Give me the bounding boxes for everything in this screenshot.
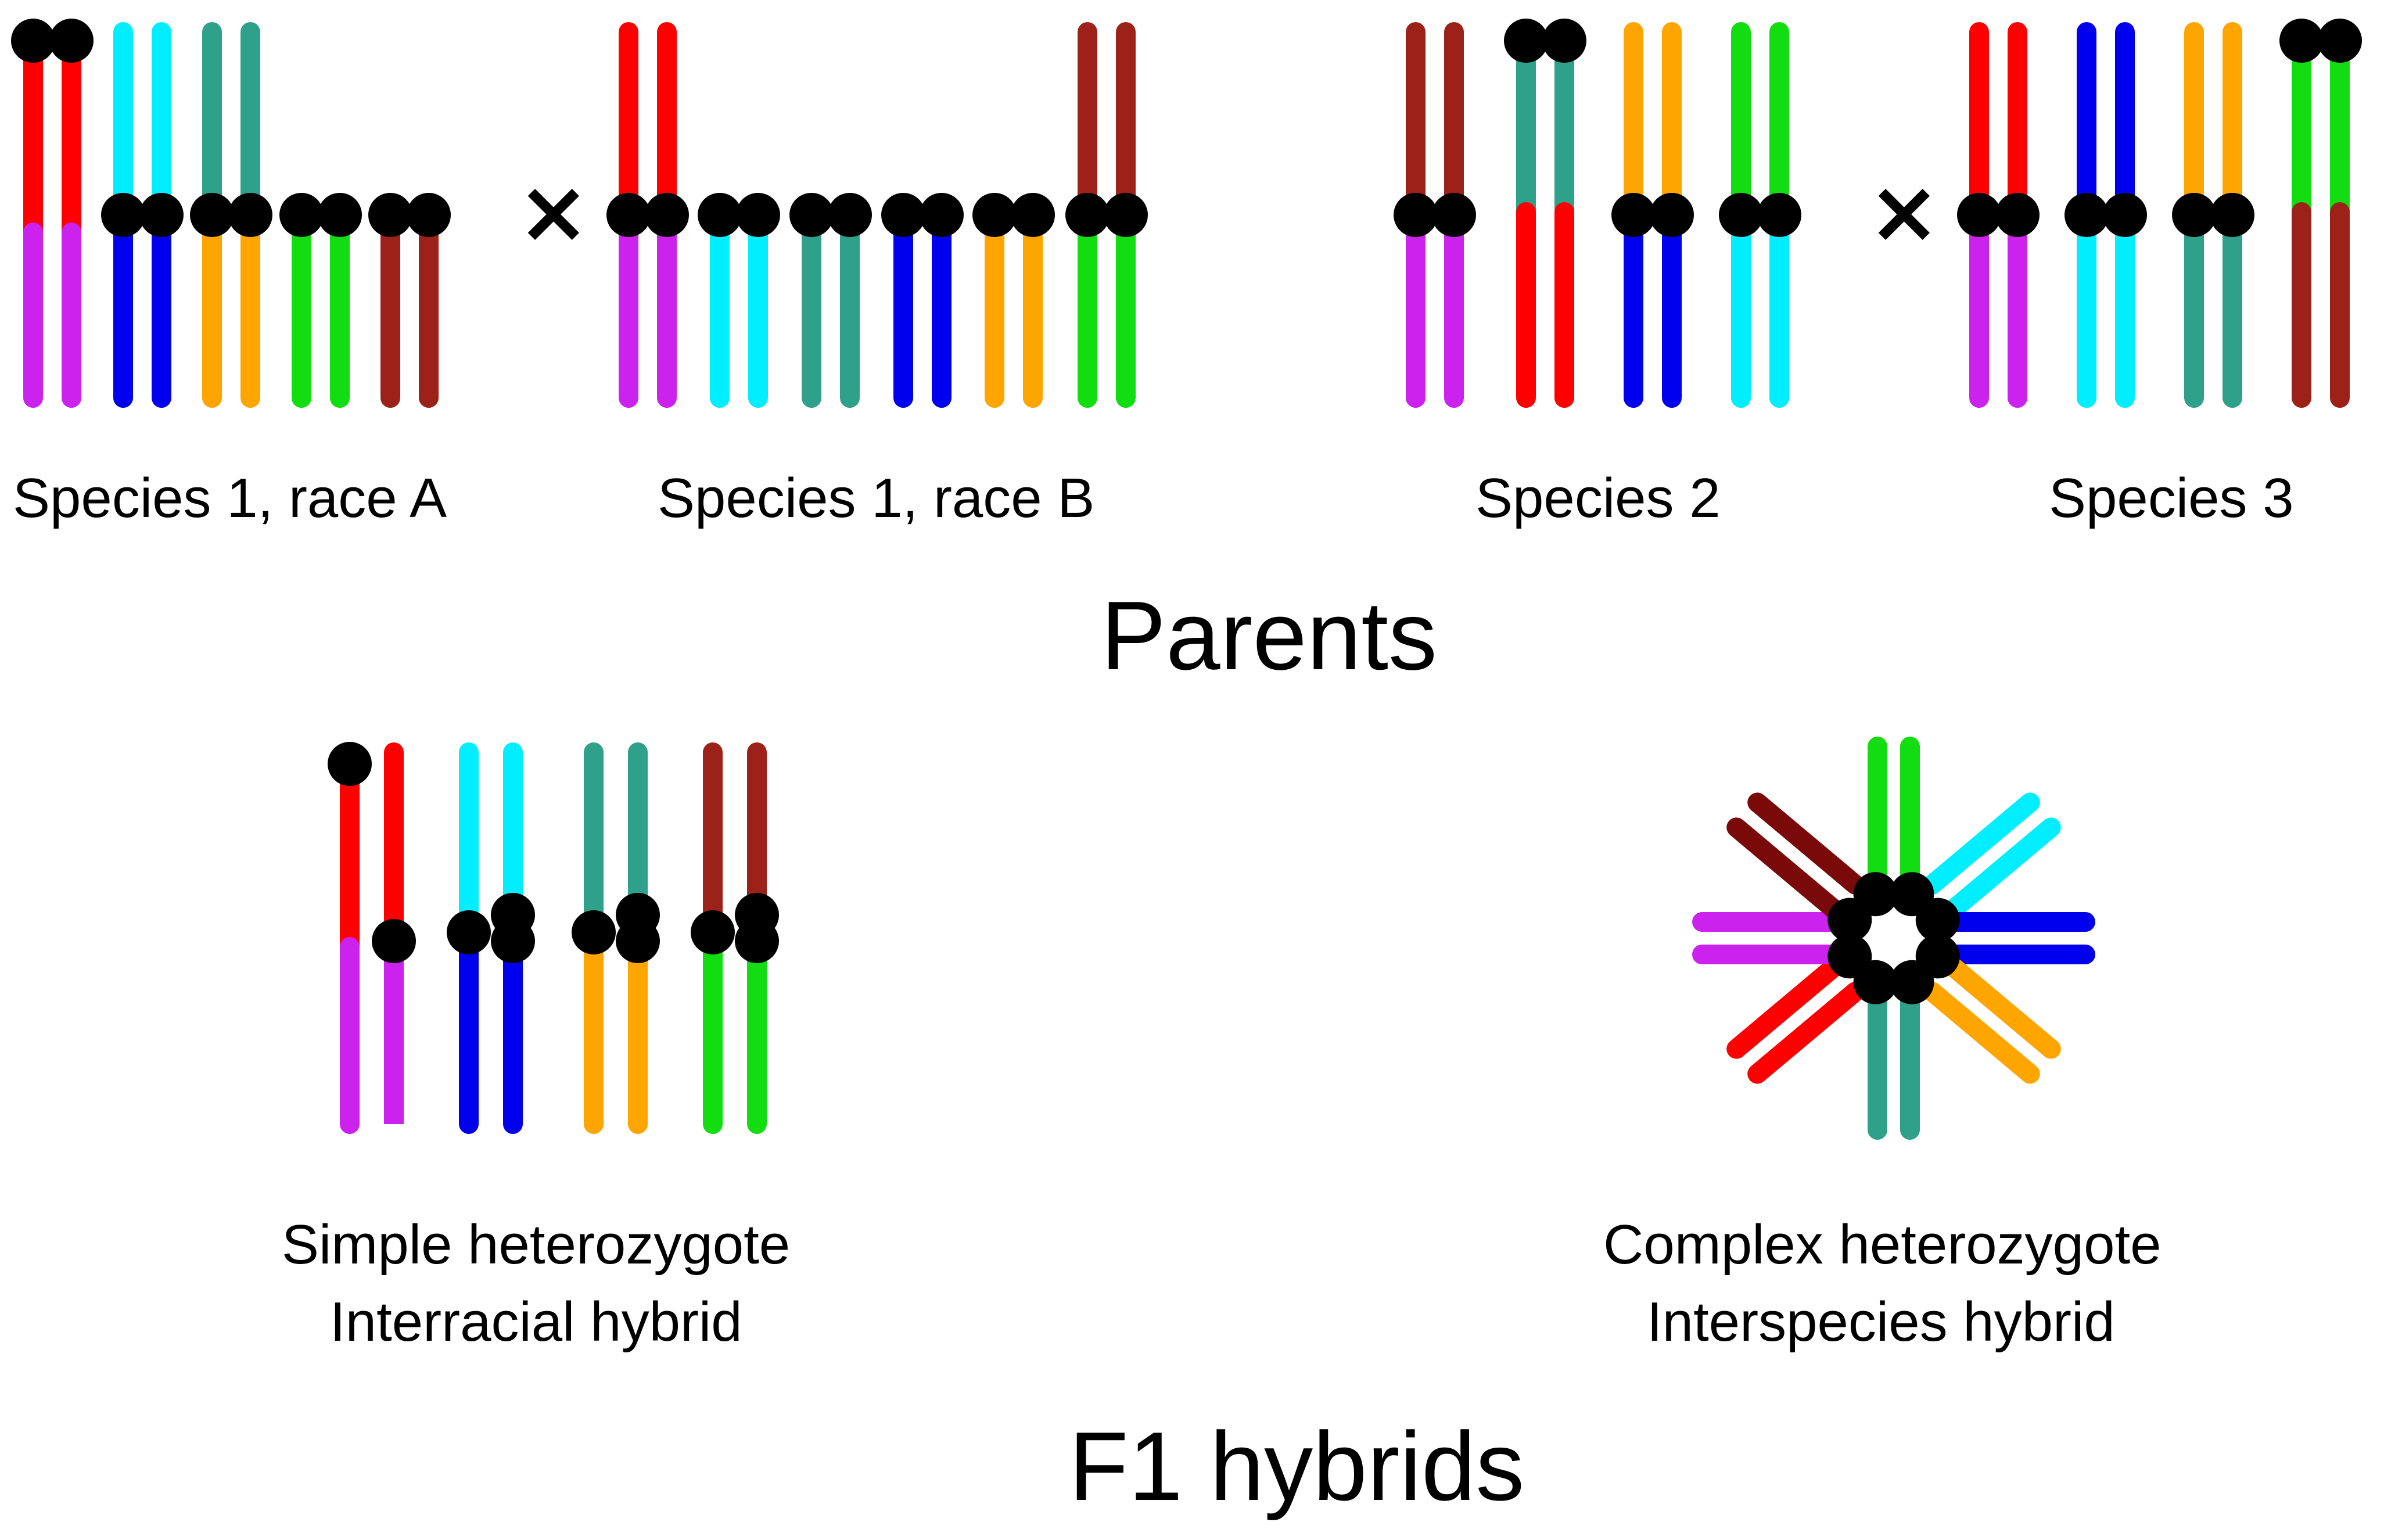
chromosome-g2-c0-s0-centromere [1394,193,1438,237]
chromosome-g0-c0-s0-centromere [11,19,55,63]
simple-pair3-right-centromere-b [735,919,779,963]
label-interracial-hybrid: Interracial hybrid [330,1291,742,1353]
label-species-1-race-b: Species 1, race B [658,467,1095,529]
chromosome-g1-c1-s1-centromere [736,193,780,237]
ring-arm-3-strand-0 [1943,957,2061,1059]
chromosome-g1-c3-s1-centromere [920,193,964,237]
label-species-2: Species 2 [1475,467,1721,529]
chromosome-g2-c2-s1-centromere [1650,193,1694,237]
ring-arm-1-strand-0 [1922,792,2040,895]
chromosome-g2-c1-s0-centromere [1504,19,1548,63]
ring-arm-5-strand-1 [1726,957,1844,1059]
ring-arm-1-strand-1 [1943,817,2061,920]
chromosome-g2-c3-s0-centromere [1719,193,1763,237]
simple-pair1-left-centromere [447,910,491,954]
chromosome-g1-c5-s1-centromere [1104,193,1148,237]
ring-centromere-3 [1890,960,1934,1004]
chromosome-g0-c3-s1-centromere [318,193,362,237]
cross-symbol-right: × [1868,161,1941,263]
chromosome-g0-c4-s0-centromere [368,193,412,237]
chromosome-g0-c2-s0-centromere [190,193,234,237]
chromosome-g0-c1-s0-centromere [101,193,145,237]
chromosome-g0-c2-s1-centromere [228,193,272,237]
ring-centromere-5 [1827,934,1872,979]
simple-pair2-right-centromere-b [616,919,660,963]
label-species-3: Species 3 [2049,467,2294,529]
ring-arm-5-strand-0 [1747,982,1865,1084]
chromosome-g3-c2-s1-centromere [2210,193,2254,237]
chromosome-g1-c0-s0-centromere [606,193,651,237]
cross-symbol-left: × [517,161,590,263]
ring-centromere-7 [1853,872,1898,917]
simple-pair0-left-centromere [328,742,372,786]
title-f1-hybrids: F1 hybrids [1069,1412,1525,1521]
chromosome-g2-c3-s1-centromere [1757,193,1801,237]
ring-arm-7-strand-0 [1726,817,1844,920]
title-parents: Parents [1101,581,1437,690]
chromosome-g1-c4-s1-centromere [1011,193,1055,237]
chromosome-g0-c0-s1-centromere [49,19,94,63]
simple-pair0-right-centromere [372,919,416,963]
chromosome-g3-c3-s1-centromere [2318,19,2362,63]
chromosome-g0-c4-s1-centromere [407,193,451,237]
chromosome-g2-c1-s1-centromere [1542,19,1586,63]
label-complex-heterozygote: Complex heterozygote [1603,1214,2162,1276]
label-simple-heterozygote: Simple heterozygote [282,1214,791,1276]
simple-pair1-right-centromere-b [491,919,535,963]
simple-pair2-left-centromere [572,910,616,954]
chromosome-g0-c1-s1-centromere [139,193,184,237]
chromosome-g1-c0-s1-centromere [645,193,689,237]
chromosome-g1-c1-s0-centromere [698,193,742,237]
chromosome-g3-c0-s0-centromere [1957,193,2001,237]
chromosome-g1-c2-s1-centromere [828,193,872,237]
label-species-1-race-a: Species 1, race A [13,467,447,529]
chromosome-g1-c3-s0-centromere [881,193,925,237]
ring-arm-7-strand-1 [1747,792,1865,895]
chromosome-g3-c1-s0-centromere [2065,193,2109,237]
chromosome-g1-c5-s0-centromere [1065,193,1110,237]
simple-pair3-left-centromere [691,910,735,954]
chromosome-g3-c1-s1-centromere [2103,193,2147,237]
ring-arm-3-strand-1 [1922,982,2040,1084]
chromosome-g2-c2-s0-centromere [1611,193,1656,237]
chromosome-g3-c3-s0-centromere [2279,19,2324,63]
ring-centromere-1 [1915,898,1960,942]
chromosome-g3-c0-s1-centromere [1995,193,2040,237]
chromosome-g1-c2-s0-centromere [789,193,834,237]
label-interspecies-hybrid: Interspecies hybrid [1647,1291,2115,1353]
chromosome-g0-c3-s0-centromere [279,193,324,237]
chromosome-g1-c4-s0-centromere [972,193,1017,237]
chromosome-g3-c2-s0-centromere [2172,193,2216,237]
chromosome-g2-c0-s1-centromere [1432,193,1476,237]
